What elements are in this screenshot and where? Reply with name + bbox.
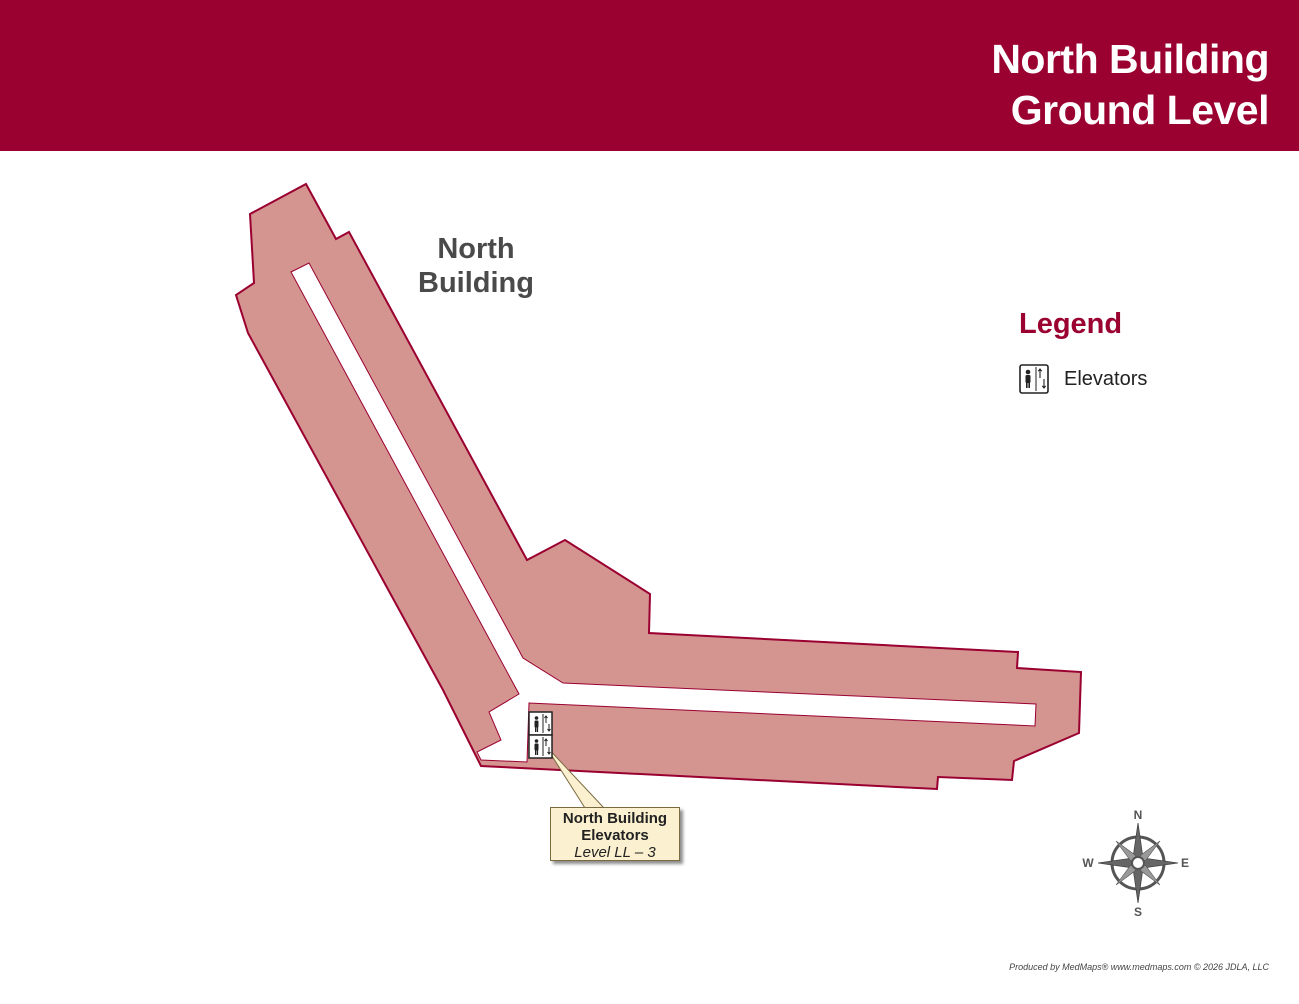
- compass-east-label: E: [1181, 856, 1189, 870]
- callout-title-line-2: Elevators: [581, 827, 649, 844]
- elevator-icon[interactable]: [528, 711, 553, 736]
- elevator-callout[interactable]: North Building Elevators Level LL – 3: [550, 807, 680, 861]
- page-title: North Building Ground Level: [991, 34, 1269, 136]
- title-line-1: North Building: [991, 36, 1269, 82]
- compass-rose: N S E W: [1082, 808, 1189, 919]
- callout-title-line-1: North Building: [562, 810, 668, 827]
- building-label: North Building: [396, 232, 556, 300]
- compass-north-label: N: [1134, 808, 1143, 822]
- compass-south-label: S: [1134, 905, 1142, 919]
- footer-credit: Produced by MedMaps® www.medmaps.com © 2…: [1009, 962, 1269, 972]
- building-label-line-2: Building: [418, 267, 534, 299]
- compass-west-label: W: [1082, 856, 1094, 870]
- building-label-line-1: North: [437, 233, 515, 265]
- legend-item-elevators: Elevators: [1019, 364, 1147, 394]
- legend-item-label: Elevators: [1064, 367, 1148, 390]
- title-line-2: Ground Level: [1010, 87, 1270, 133]
- callout-subtitle: Level LL – 3: [574, 844, 656, 861]
- north-building-footprint[interactable]: [234, 182, 1083, 791]
- legend-title: Legend: [1019, 308, 1123, 340]
- header-banner: North Building Ground Level: [0, 0, 1299, 151]
- elevator-icon[interactable]: [528, 734, 553, 759]
- main-corridor: [290, 262, 1037, 763]
- elevator-icon: [1019, 364, 1049, 394]
